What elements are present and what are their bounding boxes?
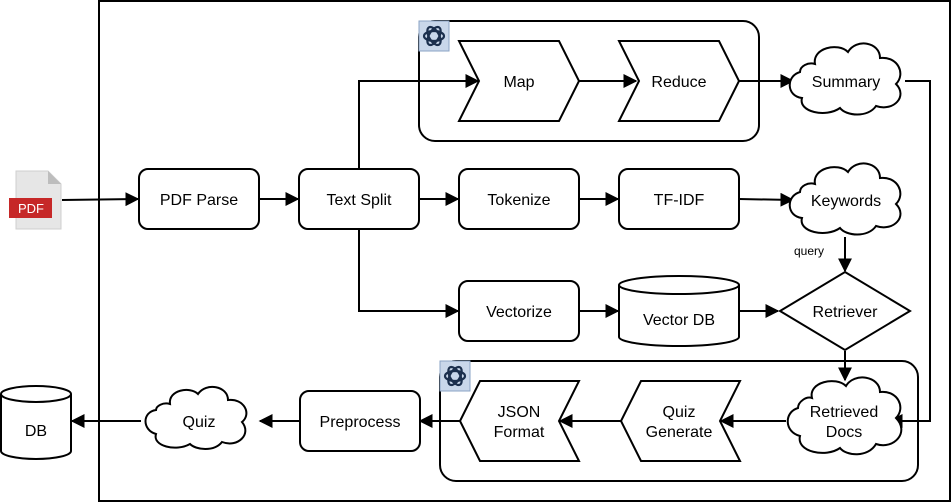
node-pdf-parse-label: PDF Parse: [160, 192, 238, 209]
node-keywords-label: Keywords: [811, 193, 881, 210]
node-quiz-generate-label-2: Generate: [646, 424, 713, 441]
node-map-label: Map: [503, 74, 534, 91]
node-vectorize: Vectorize: [458, 280, 580, 342]
node-retrieved-docs: Retrieved Docs: [786, 376, 903, 456]
node-quiz: Quiz: [144, 385, 248, 450]
node-reduce-label: Reduce: [651, 74, 706, 91]
node-vector-db-label: Vector DB: [643, 312, 715, 329]
node-tfidf-label: TF-IDF: [654, 192, 705, 209]
node-db-label: DB: [25, 423, 47, 440]
openai-logo-icon: [438, 359, 472, 393]
node-summary-label: Summary: [812, 74, 880, 91]
node-vectorize-label: Vectorize: [486, 304, 552, 321]
node-quiz-generate: Quiz Generate: [619, 380, 742, 462]
node-quiz-generate-label-1: Quiz: [663, 404, 696, 421]
edge-split-to-vectorize: [358, 229, 460, 318]
node-json-format: JSON Format: [458, 380, 581, 462]
node-tokenize-label: Tokenize: [487, 192, 550, 209]
node-text-split: Text Split: [298, 168, 420, 230]
edge-label-query: query: [794, 244, 824, 258]
node-map: Map: [457, 40, 581, 122]
node-reduce: Reduce: [617, 40, 741, 122]
node-retrieved-docs-label-2: Docs: [826, 424, 862, 441]
node-db: DB: [0, 385, 72, 460]
node-tfidf: TF-IDF: [618, 168, 740, 230]
node-retriever: Retriever: [778, 270, 912, 352]
outer-frame: [98, 0, 951, 502]
node-retrieved-docs-label-1: Retrieved: [810, 404, 878, 421]
openai-logo-icon: [417, 19, 451, 53]
node-vector-db: Vector DB: [618, 275, 740, 347]
node-keywords: Keywords: [788, 162, 902, 236]
node-summary: Summary: [788, 42, 902, 116]
edge-summary-to-docs: [888, 80, 931, 428]
edge-split-to-map: [358, 74, 480, 169]
edge-tfidf-to-keywords: [738, 192, 795, 207]
pdf-icon-label: PDF: [18, 201, 44, 216]
node-json-format-label-1: JSON: [498, 404, 541, 421]
node-quiz-label: Quiz: [183, 414, 216, 431]
node-retriever-label: Retriever: [813, 304, 879, 321]
pdf-file-icon: PDF: [9, 170, 62, 230]
node-json-format-label-2: Format: [494, 424, 545, 441]
node-tokenize: Tokenize: [458, 168, 580, 230]
node-preprocess-label: Preprocess: [320, 414, 401, 431]
edge-pdf-to-parse: [61, 192, 140, 207]
node-text-split-label: Text Split: [327, 192, 392, 209]
node-pdf-parse: PDF Parse: [138, 168, 260, 230]
node-preprocess: Preprocess: [299, 390, 421, 452]
